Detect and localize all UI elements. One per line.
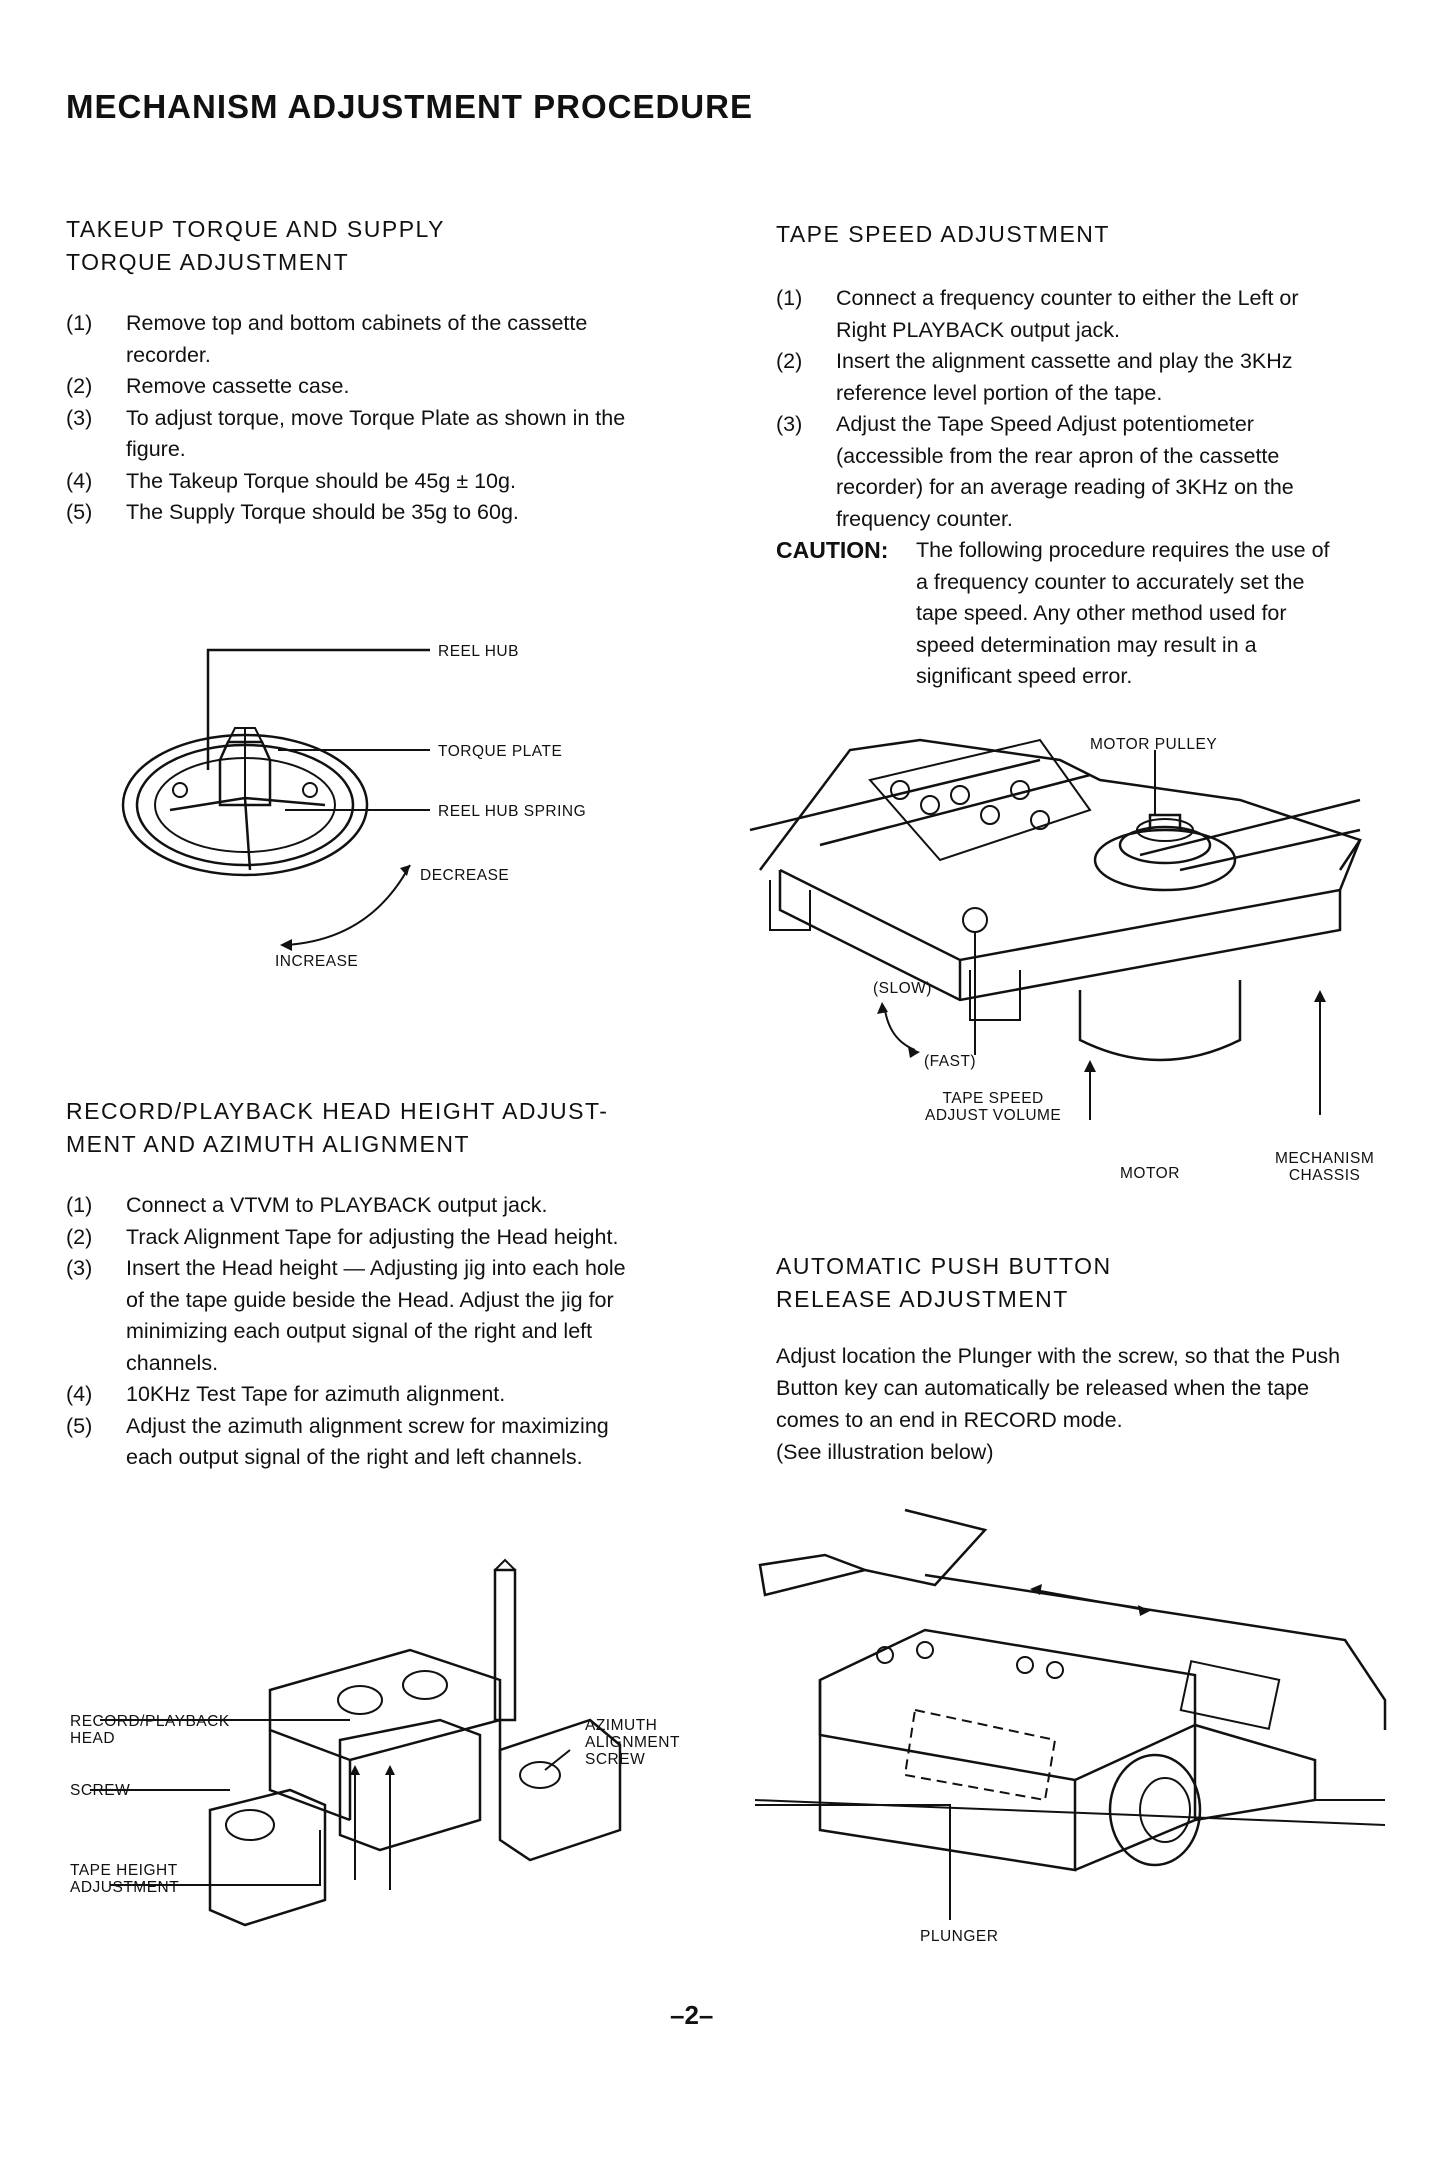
list-item: (2)Track Alignment Tape for adjusting th… (66, 1224, 619, 1249)
push-title-line-1: AUTOMATIC PUSH BUTTON (776, 1253, 1112, 1279)
label-tape-speed-adjust-volume: TAPE SPEED ADJUST VOLUME (925, 1090, 1062, 1124)
label-azimuth-alignment-screw: AZIMUTH ALIGNMENT SCREW (585, 1717, 680, 1768)
label-mechanism-chassis: MECHANISM CHASSIS (1275, 1150, 1375, 1184)
caution-block: CAUTION: The following procedure require… (776, 535, 1346, 693)
label-reel-hub-spring: REEL HUB SPRING (438, 803, 587, 820)
label-tape-height-adjustment: TAPE HEIGHT ADJUSTMENT (70, 1862, 180, 1896)
list-item: (5)Adjust the azimuth alignment screw fo… (66, 1413, 609, 1470)
label-motor-pulley: MOTOR PULLEY (1090, 736, 1218, 753)
head-title-line-1: RECORD/PLAYBACK HEAD HEIGHT ADJUST- (66, 1098, 609, 1124)
page-number: –2– (670, 2000, 714, 2030)
label-torque-plate: TORQUE PLATE (438, 743, 563, 760)
label-record-playback-head: RECORD/PLAYBACK HEAD (70, 1713, 230, 1747)
list-item: (2)Insert the alignment cassette and pla… (776, 349, 1293, 405)
list-item: (1)Connect a VTVM to PLAYBACK output jac… (66, 1193, 548, 1217)
push-title-line-2: RELEASE ADJUSTMENT (776, 1286, 1069, 1312)
label-screw: SCREW (70, 1782, 131, 1799)
head-figure (150, 1560, 630, 1960)
label-plunger: PLUNGER (920, 1928, 999, 1945)
label-motor: MOTOR (1120, 1165, 1180, 1182)
page-title: MECHANISM ADJUSTMENT PROCEDURE (66, 88, 753, 125)
tape-speed-title: TAPE SPEED ADJUSTMENT (776, 221, 1110, 247)
torque-title-line-1: TAKEUP TORQUE AND SUPPLY (66, 216, 445, 242)
list-item: (3)Insert the Head height — Adjusting ji… (66, 1256, 626, 1375)
label-slow: (SLOW) (873, 980, 932, 997)
list-item: (3)To adjust torque, move Torque Plate a… (66, 405, 626, 462)
label-increase: INCREASE (275, 953, 359, 970)
plunger-figure (755, 1500, 1385, 1960)
list-item: (5)The Supply Torque should be 35g to 60… (66, 500, 519, 524)
tape-speed-figure (740, 720, 1380, 1180)
list-item: (1)Connect a frequency counter to either… (776, 286, 1299, 342)
list-item: (3)Adjust the Tape Speed Adjust potentio… (776, 412, 1294, 531)
torque-section-title: TAKEUP TORQUE AND SUPPLY TORQUE ADJUSTME… (66, 213, 445, 279)
push-button-section-title: AUTOMATIC PUSH BUTTON RELEASE ADJUSTMENT (776, 1250, 1112, 1316)
head-title-line-2: MENT AND AZIMUTH ALIGNMENT (66, 1131, 471, 1157)
label-fast: (FAST) (924, 1053, 977, 1070)
list-item: (4)10KHz Test Tape for azimuth alignment… (66, 1382, 506, 1406)
reel-hub-figure (110, 630, 450, 951)
push-button-paragraph: Adjust location the Plunger with the scr… (776, 1344, 1341, 1432)
caution-label: CAUTION: (776, 537, 889, 563)
caution-text: The following procedure requires the use… (916, 538, 1330, 688)
list-item: (1)Remove top and bottom cabinets of the… (66, 311, 588, 367)
torque-title-line-2: TORQUE ADJUSTMENT (66, 249, 350, 275)
label-decrease: DECREASE (420, 867, 510, 884)
head-section-title: RECORD/PLAYBACK HEAD HEIGHT ADJUST- MENT… (66, 1095, 608, 1161)
torque-steps: (1)Remove top and bottom cabinets of the… (66, 308, 646, 529)
push-button-note: (See illustration below) (776, 1440, 994, 1464)
label-reel-hub: REEL HUB (438, 643, 519, 660)
push-button-text: Adjust location the Plunger with the scr… (776, 1340, 1366, 1468)
tape-speed-steps: (1)Connect a frequency counter to either… (776, 283, 1346, 535)
list-item: (2)Remove cassette case. (66, 374, 350, 398)
list-item: (4)The Takeup Torque should be 45g ± 10g… (66, 468, 516, 493)
head-steps: (1)Connect a VTVM to PLAYBACK output jac… (66, 1190, 646, 1474)
